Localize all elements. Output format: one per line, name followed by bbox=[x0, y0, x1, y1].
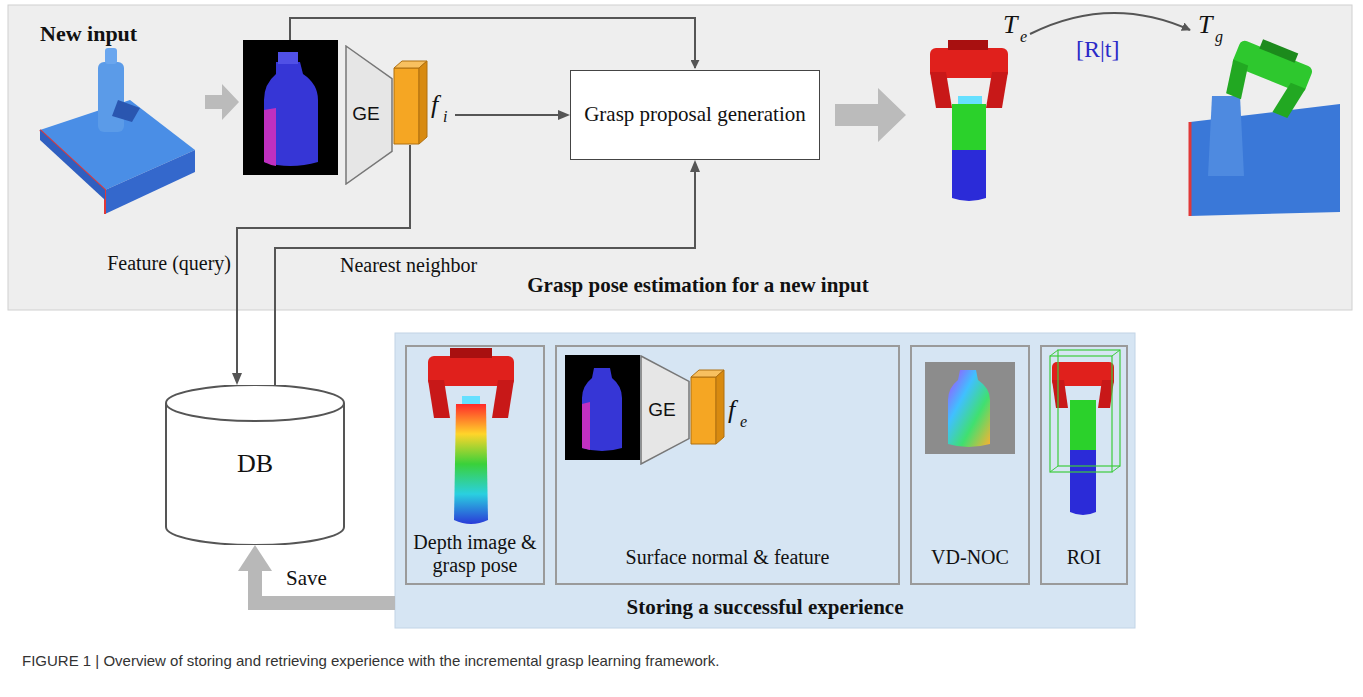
transform-subscript: g bbox=[1215, 28, 1223, 46]
encoder-trapezoid: GE bbox=[345, 45, 393, 185]
feature-cuboid bbox=[690, 369, 726, 445]
node-text: New input bbox=[40, 21, 137, 47]
edge-label: Nearest neighbor bbox=[338, 254, 479, 277]
database-cylinder: DB bbox=[165, 385, 345, 545]
top-panel-ground bbox=[8, 5, 1352, 310]
node-text: Storing a successful experience bbox=[395, 595, 1135, 620]
node-text: Surface normal & feature bbox=[561, 546, 894, 569]
surface-normal-image bbox=[565, 355, 640, 460]
connector-line bbox=[237, 145, 410, 374]
experience-box: ROI bbox=[1040, 345, 1128, 585]
connector-arrow bbox=[455, 110, 570, 120]
node-subtext: Grasp pose estimation for a new input bbox=[488, 273, 908, 298]
transform-symbol: T bbox=[1003, 10, 1017, 40]
flow-arrow bbox=[835, 88, 906, 142]
connector-line bbox=[255, 570, 395, 603]
node-text: f bbox=[728, 395, 735, 425]
experience-box: Depth image & grasp pose bbox=[405, 345, 545, 585]
node-subtext: i bbox=[443, 108, 447, 126]
depth-grasp-illustration bbox=[428, 348, 514, 524]
node-subtext: e bbox=[740, 413, 747, 431]
encoder-trapezoid: GE bbox=[640, 355, 690, 465]
vd-noc-image bbox=[925, 362, 1015, 454]
process-box: Grasp proposal generation bbox=[570, 70, 820, 160]
node-text: Depth image & grasp pose bbox=[411, 531, 539, 577]
node-text: ROI bbox=[1046, 546, 1122, 569]
node-text: GE bbox=[640, 399, 684, 421]
node-text: VD-NOC bbox=[916, 546, 1024, 569]
gripper-estimate bbox=[930, 40, 1008, 201]
arrowhead bbox=[690, 160, 700, 172]
feature-cuboid bbox=[393, 60, 429, 145]
node-text: Grasp proposal generation bbox=[581, 102, 809, 127]
connector-arrow bbox=[275, 160, 700, 385]
estimation-panel: New inputGrasp pose estimation for a new… bbox=[8, 5, 1352, 310]
figure-caption: FIGURE 1 | Overview of storing and retri… bbox=[22, 652, 720, 669]
connector-arrow bbox=[232, 145, 410, 385]
surface-normal-image bbox=[243, 40, 338, 175]
edge-label: Feature (query) bbox=[105, 252, 233, 275]
transform-symbol: T bbox=[1198, 10, 1212, 40]
arrowhead bbox=[558, 110, 570, 120]
arrowhead bbox=[238, 545, 272, 571]
connector-line bbox=[455, 114, 559, 116]
transform-arc bbox=[1030, 13, 1190, 34]
edge-label: Save bbox=[284, 566, 329, 591]
roi-illustration bbox=[1050, 350, 1120, 515]
node-text: DB bbox=[165, 449, 345, 479]
node-text: GE bbox=[345, 103, 387, 125]
arrowhead bbox=[232, 373, 242, 385]
bottom-panel-ground bbox=[395, 333, 1135, 628]
feature-vector: fi bbox=[393, 60, 455, 145]
storing-panel: Storing a successful experience Depth ima… bbox=[395, 333, 1135, 628]
experience-box: Surface normal & feature GE fe bbox=[555, 345, 900, 585]
node-text: f bbox=[431, 90, 438, 120]
gripper-target bbox=[1190, 32, 1340, 216]
transform-subscript: e bbox=[1020, 28, 1027, 46]
experience-box: VD-NOC bbox=[910, 345, 1030, 585]
feature-vector: fe bbox=[690, 369, 748, 445]
input-point-cloud bbox=[40, 48, 195, 214]
save-arrow bbox=[238, 545, 395, 603]
flow-arrow bbox=[205, 84, 239, 120]
transform-label: [R|t] bbox=[1076, 36, 1119, 63]
